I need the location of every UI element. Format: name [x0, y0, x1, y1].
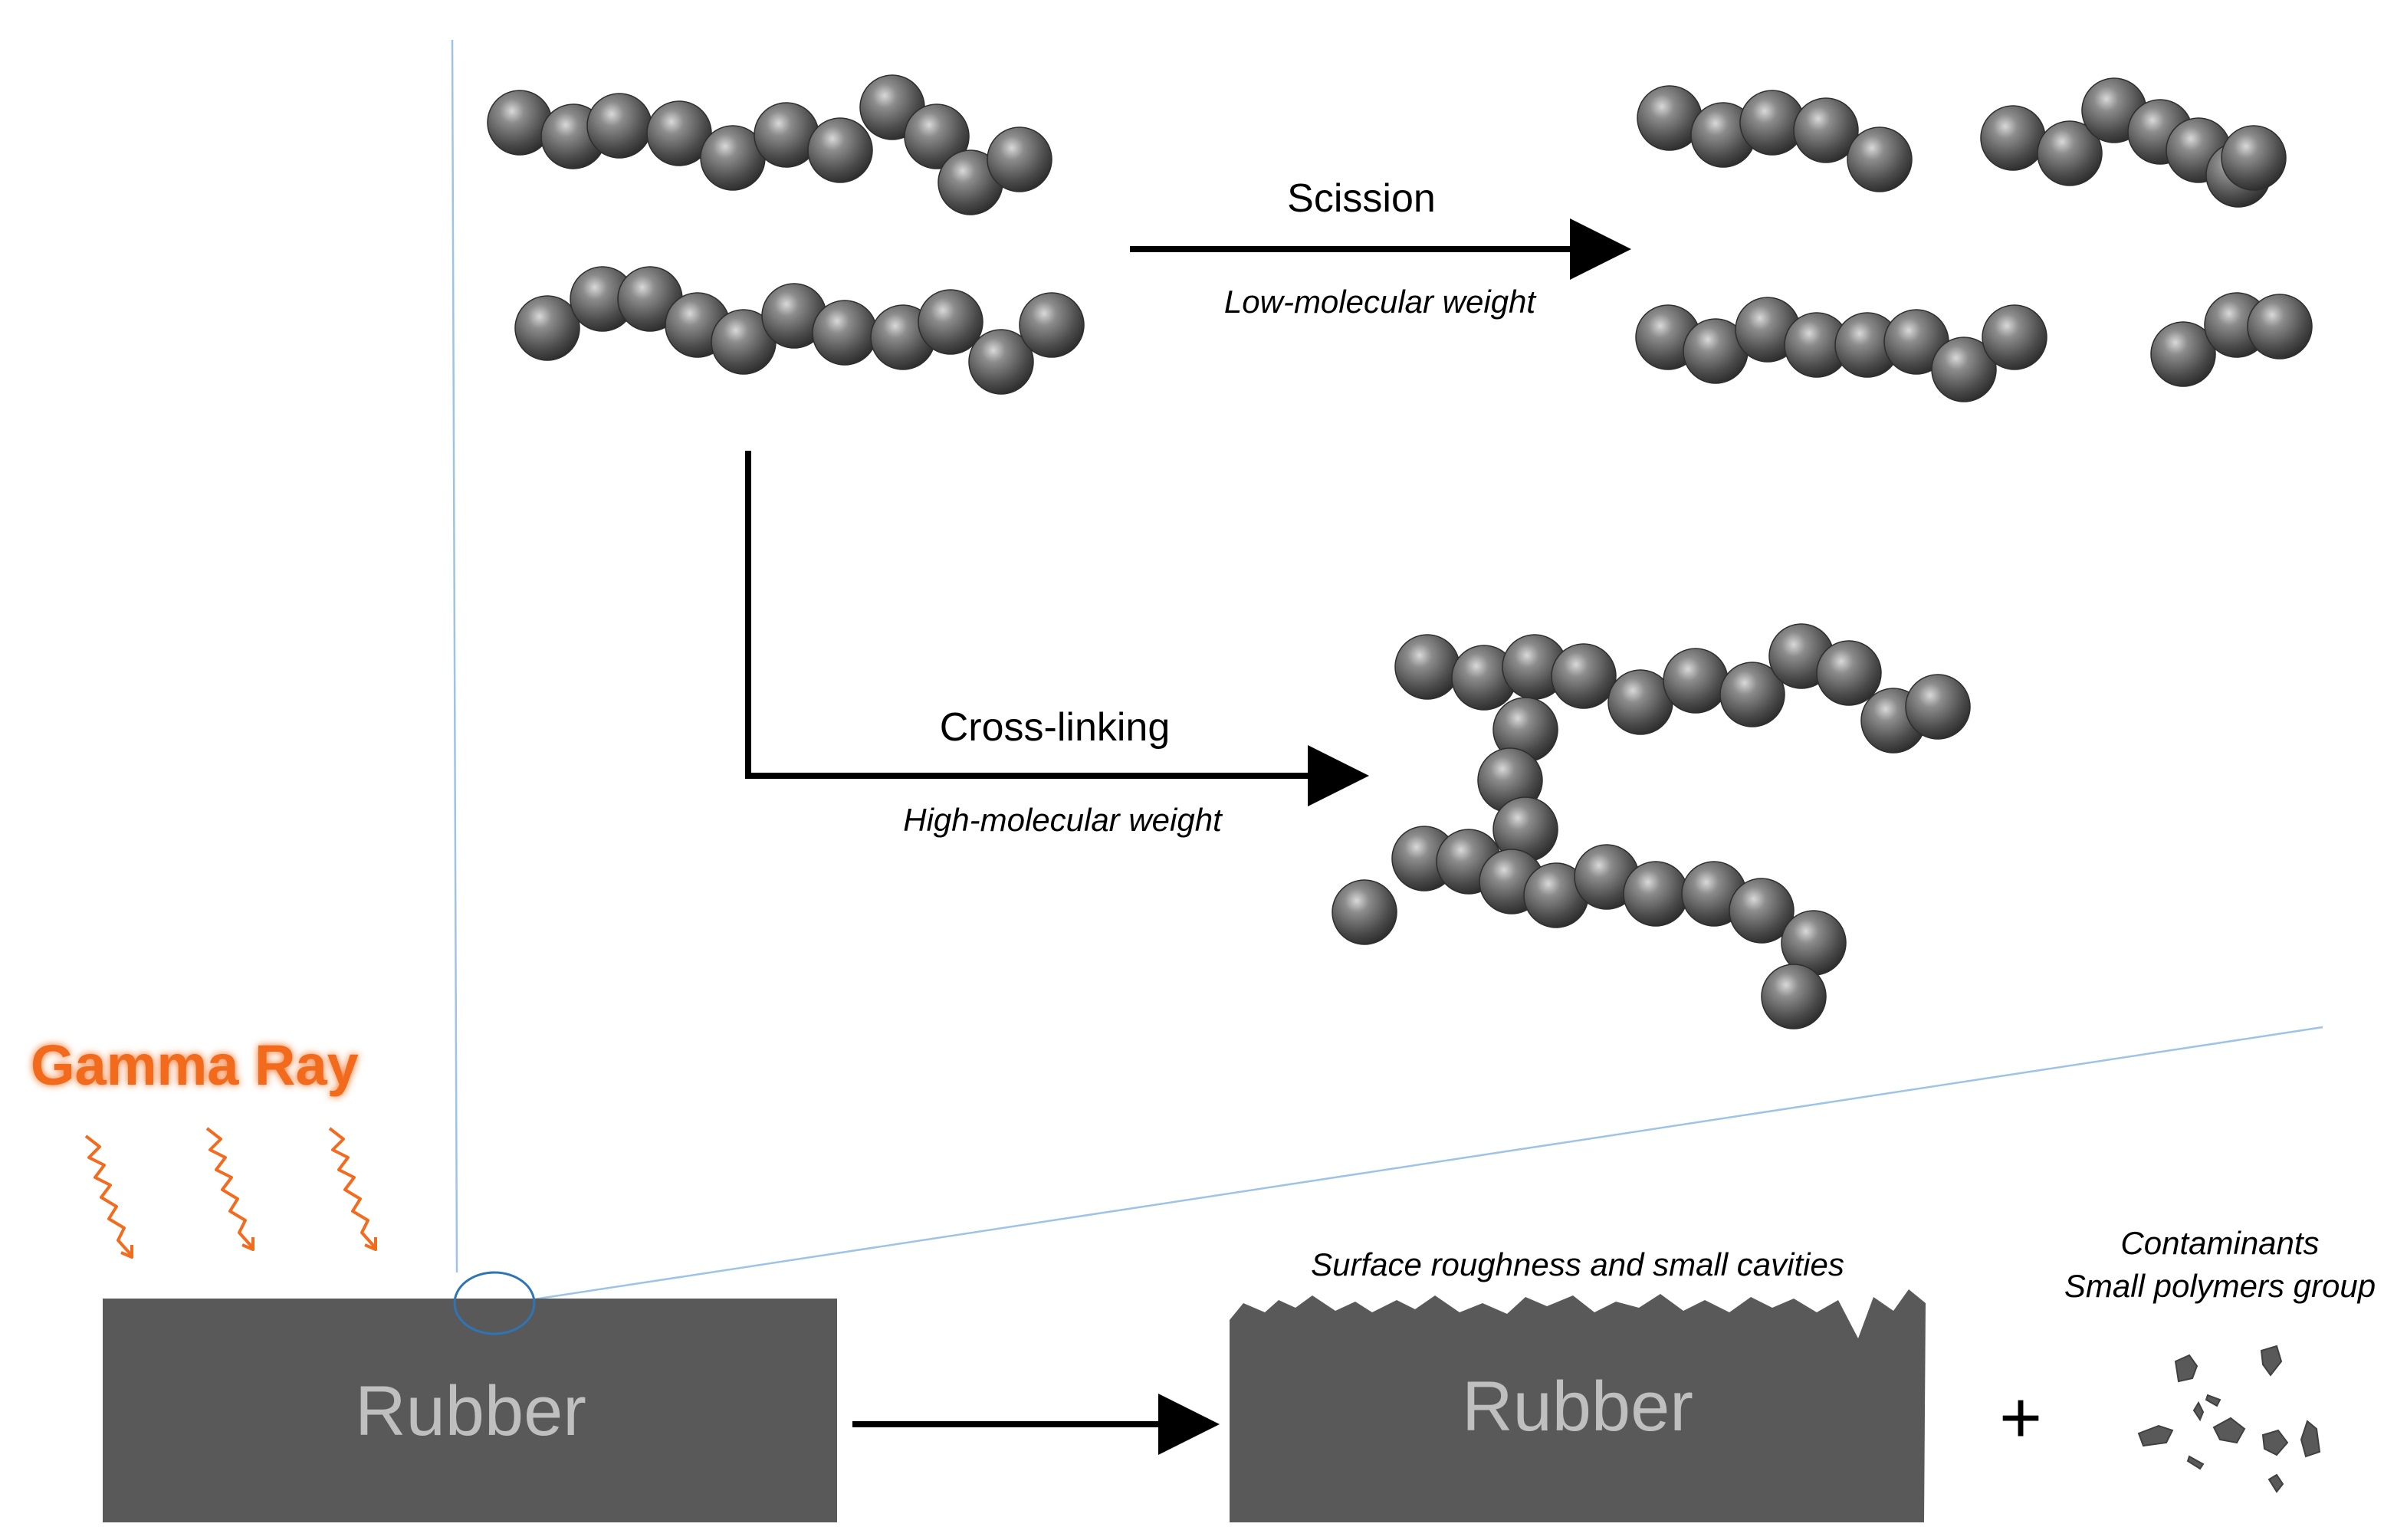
monomer-bead [1663, 648, 1729, 714]
rubber-block-before [103, 1299, 837, 1522]
monomer-bead [968, 329, 1034, 395]
gamma-ray-label: Gamma Ray [31, 1033, 359, 1097]
wavy-arrow-icon [205, 1127, 254, 1251]
zoom-circle [453, 1271, 536, 1335]
monomer-bead [1816, 640, 1882, 706]
small-polymers-label: Small polymers group [2064, 1268, 2376, 1304]
crosslinking-sublabel: High-molecular weight [903, 802, 1223, 838]
original-chain-2 [514, 266, 1085, 395]
monomer-bead [1729, 878, 1795, 944]
scission-fragment-1 [1637, 85, 1913, 192]
monomer-bead [2037, 120, 2103, 186]
monomer-bead [1719, 662, 1785, 727]
polymer-fragments [2137, 1345, 2321, 1493]
wavy-arrow-icon [328, 1127, 377, 1251]
monomer-bead [1019, 292, 1085, 358]
zoom-guide-right [528, 1026, 2323, 1302]
crosslinking-arrow [745, 451, 1369, 806]
monomer-bead [918, 289, 983, 355]
monomer-bead [1394, 634, 1460, 700]
rubber-block-after [1230, 1289, 1926, 1522]
monomer-bead [1980, 105, 2046, 171]
monomer-bead [1551, 643, 1617, 709]
plus-sign: + [1999, 1377, 2042, 1459]
monomer-bead [1761, 964, 1827, 1029]
scission-fragment-2 [1980, 77, 2287, 208]
monomer-bead [1982, 304, 2047, 370]
monomer-bead [807, 117, 873, 183]
monomer-bead [514, 295, 580, 361]
monomer-bead [1793, 97, 1859, 163]
monomer-bead [1905, 674, 1971, 740]
rubber-label-after: Rubber [1462, 1368, 1693, 1446]
scission-sublabel: Low-molecular weight [1224, 284, 1538, 320]
monomer-bead [1931, 337, 1997, 402]
original-chain-1 [487, 74, 1052, 215]
scission-fragment-4 [2150, 292, 2313, 387]
monomer-bead [2247, 294, 2313, 360]
scission-label: Scission [1287, 176, 1436, 221]
monomer-bead [987, 126, 1052, 192]
crosslinking-label: Cross-linking [940, 705, 1171, 750]
monomer-bead [1847, 126, 1913, 192]
rubber-label-before: Rubber [355, 1372, 586, 1450]
gamma-arrows [84, 1127, 377, 1259]
monomer-bead [904, 103, 970, 169]
polymer-chains [487, 74, 2313, 1029]
scission-fragment-3 [1635, 297, 2047, 402]
monomer-bead [586, 93, 652, 159]
surface-caption: Surface roughness and small cavities [1311, 1246, 1844, 1282]
crosslinked-chain-top [1394, 623, 1971, 754]
crosslink-bridge [1477, 697, 1558, 862]
monomer-bead [1623, 861, 1689, 927]
monomer-bead [2221, 125, 2287, 191]
wavy-arrow-icon [84, 1134, 133, 1259]
monomer-bead [812, 300, 878, 366]
monomer-bead [1332, 879, 1397, 945]
zoom-guide-left [451, 39, 458, 1273]
monomer-bead [2150, 321, 2216, 387]
contaminants-label: Contaminants [2120, 1225, 2319, 1261]
crosslinked-chain-bottom [1332, 826, 1847, 1029]
